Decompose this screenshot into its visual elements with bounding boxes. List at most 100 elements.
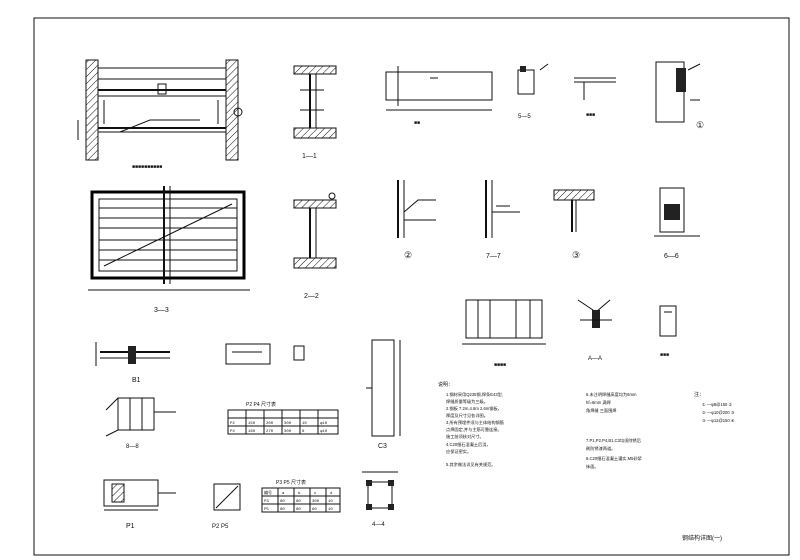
svg-text:φ10: φ10 [320,422,328,426]
elevation-title: ■■■■■■■■■■ [132,164,162,170]
svg-text:② —φ10@200 ③: ② —φ10@200 ③ [702,410,735,415]
label-b1: B1 [132,377,141,384]
svg-text:角焊缝 三面围焊: 角焊缝 三面围焊 [586,407,617,414]
label-p2-p5: P2 P5 [212,524,229,530]
svg-text:刷防锈漆两道。: 刷防锈漆两道。 [586,445,615,452]
svg-text:抹面。: 抹面。 [586,463,599,470]
svg-text:5.其余做法详见有关规范。: 5.其余做法详见有关规范。 [446,461,496,468]
svg-text:270: 270 [266,430,274,434]
table-p3-p5-title: P3 P5 尺寸表 [276,479,306,486]
svg-text:厚度及尺寸见各详图。: 厚度及尺寸见各详图。 [446,412,488,419]
svg-text:编号: 编号 [264,489,272,496]
svg-text:① —φ8@150 ②: ① —φ8@150 ② [702,402,733,407]
beam-caption: ■■ [414,120,420,126]
label-6-6: 6—6 [664,253,679,260]
svg-text:P2: P2 [230,422,235,426]
label-c3: C3 [378,443,387,450]
table-p2-p4-row-2: P4 160 270 300 8 φ10 [230,430,328,434]
svg-text:10: 10 [302,422,307,426]
label-circle-3: ③ [572,250,580,260]
table-p3-p5-row-1: P3 80 80 300 10 [264,500,333,504]
section-2-2 [293,192,337,269]
table-p3-p5-header: 编号 a b c d [264,489,333,496]
section-a-a [577,299,612,328]
b1-detail [95,342,170,366]
svg-text:60: 60 [312,508,317,512]
notes-title: 说明： [438,381,453,388]
label-p1: P1 [126,523,135,530]
svg-text:φ10: φ10 [320,430,328,434]
svg-text:300: 300 [284,430,292,434]
plate-caption: ■■■ [660,352,669,358]
section-4-4 [362,471,398,510]
plan-3-3 [88,186,250,291]
svg-text:hf=6mm 满焊: hf=6mm 满焊 [586,399,612,406]
svg-text:300: 300 [284,422,292,426]
detail-3 [553,189,595,232]
label-7-7: 7—7 [486,253,501,260]
table-p2-p4-title: P2 P4 尺寸表 [246,401,276,408]
svg-text:P5: P5 [264,508,269,512]
label-5-5: 5—5 [518,114,531,120]
svg-text:P4: P4 [230,430,235,434]
svg-text:10: 10 [328,500,333,504]
label-4-4: 4—4 [372,522,385,528]
p1-detail [103,479,176,511]
bracket-elevation [462,299,546,345]
svg-text:焊缝质量等级为三级。: 焊缝质量等级为三级。 [446,398,488,405]
svg-text:150: 150 [248,422,256,426]
table-p3-p5-row-2: P5 80 80 60 10 [264,508,333,512]
bracket-caption: ■■■■ [494,362,506,368]
drawing-border [33,17,790,556]
label-2-2: 2—2 [304,293,319,300]
svg-text:7.P1,P2,P4,B1,C3均须除锈后: 7.P1,P2,P4,B1,C3均须除锈后 [586,437,641,444]
notes-block-2: 6.未注明焊缝高度均为6mm hf=6mm 满焊 角焊缝 三面围焊 7.P1,P… [586,391,643,470]
detail-2 [397,180,436,238]
svg-text:1.钢材采用Q235钢,焊条E43型,: 1.钢材采用Q235钢,焊条E43型, [446,391,503,398]
svg-text:P3: P3 [264,500,269,504]
notes-block: 说明： 1.钢材采用Q235钢,焊条E43型, 焊缝质量等级为三级。 2.钢板 … [438,381,504,468]
label-a-a: A—A [588,356,602,362]
svg-text:d: d [330,491,333,496]
svg-text:200: 200 [266,422,274,426]
section-5-5 [517,63,549,95]
svg-text:80: 80 [280,508,285,512]
svg-text:8.C20细石混凝土灌实,M5砂浆: 8.C20细石混凝土灌实,M5砂浆 [586,455,643,462]
small-section [574,77,616,100]
plate-detail [659,305,677,337]
svg-text:300: 300 [312,500,320,504]
table-p2-p4-row-1: P2 150 200 300 10 φ10 [230,422,328,426]
svg-text:点焊固定,并与主筋可靠连接。: 点焊固定,并与主筋可靠连接。 [446,426,502,433]
svg-text:应保证密实。: 应保证密实。 [446,448,471,455]
svg-text:8: 8 [302,430,305,434]
label-circle-2: ② [404,250,412,260]
svg-text:c: c [314,492,317,496]
svg-text:4.C20细石混凝土后浇，: 4.C20细石混凝土后浇， [446,441,491,448]
elevation-view [77,59,243,161]
section-1-1 [293,65,337,139]
detail-1 [655,61,701,123]
svg-text:80: 80 [296,508,301,512]
svg-text:a: a [282,492,285,496]
side-notes: 注： ① —φ8@150 ② ② —φ10@200 ③ ③ —φ12@150 ④ [694,391,735,423]
section-7-7 [485,180,520,238]
c3-detail [366,339,401,437]
table-p2-p4 [227,409,339,435]
label-circle-1: ① [696,120,704,130]
svg-text:2.钢板 7.2m,4.6m 2.6m钢板，: 2.钢板 7.2m,4.6m 2.6m钢板， [446,405,502,412]
svg-text:6.未注明焊缝高度均为6mm: 6.未注明焊缝高度均为6mm [586,391,637,398]
section-6-6 [654,187,700,237]
beam-view [385,66,493,111]
svg-text:80: 80 [296,500,301,504]
p2-p5-detail [213,483,241,511]
svg-text:160: 160 [248,430,256,434]
svg-text:施工前须核对尺寸。: 施工前须核对尺寸。 [446,433,484,440]
svg-text:3.所有预埋件须与主体结构钢筋: 3.所有预埋件须与主体结构钢筋 [446,419,504,426]
label-1-1: 1—1 [302,153,317,160]
small-section-caption: ■■■ [586,112,595,118]
svg-text:③ —φ12@150 ④: ③ —φ12@150 ④ [702,418,735,423]
p2-p4-detail [225,343,305,365]
svg-text:80: 80 [280,500,285,504]
svg-text:10: 10 [328,508,333,512]
